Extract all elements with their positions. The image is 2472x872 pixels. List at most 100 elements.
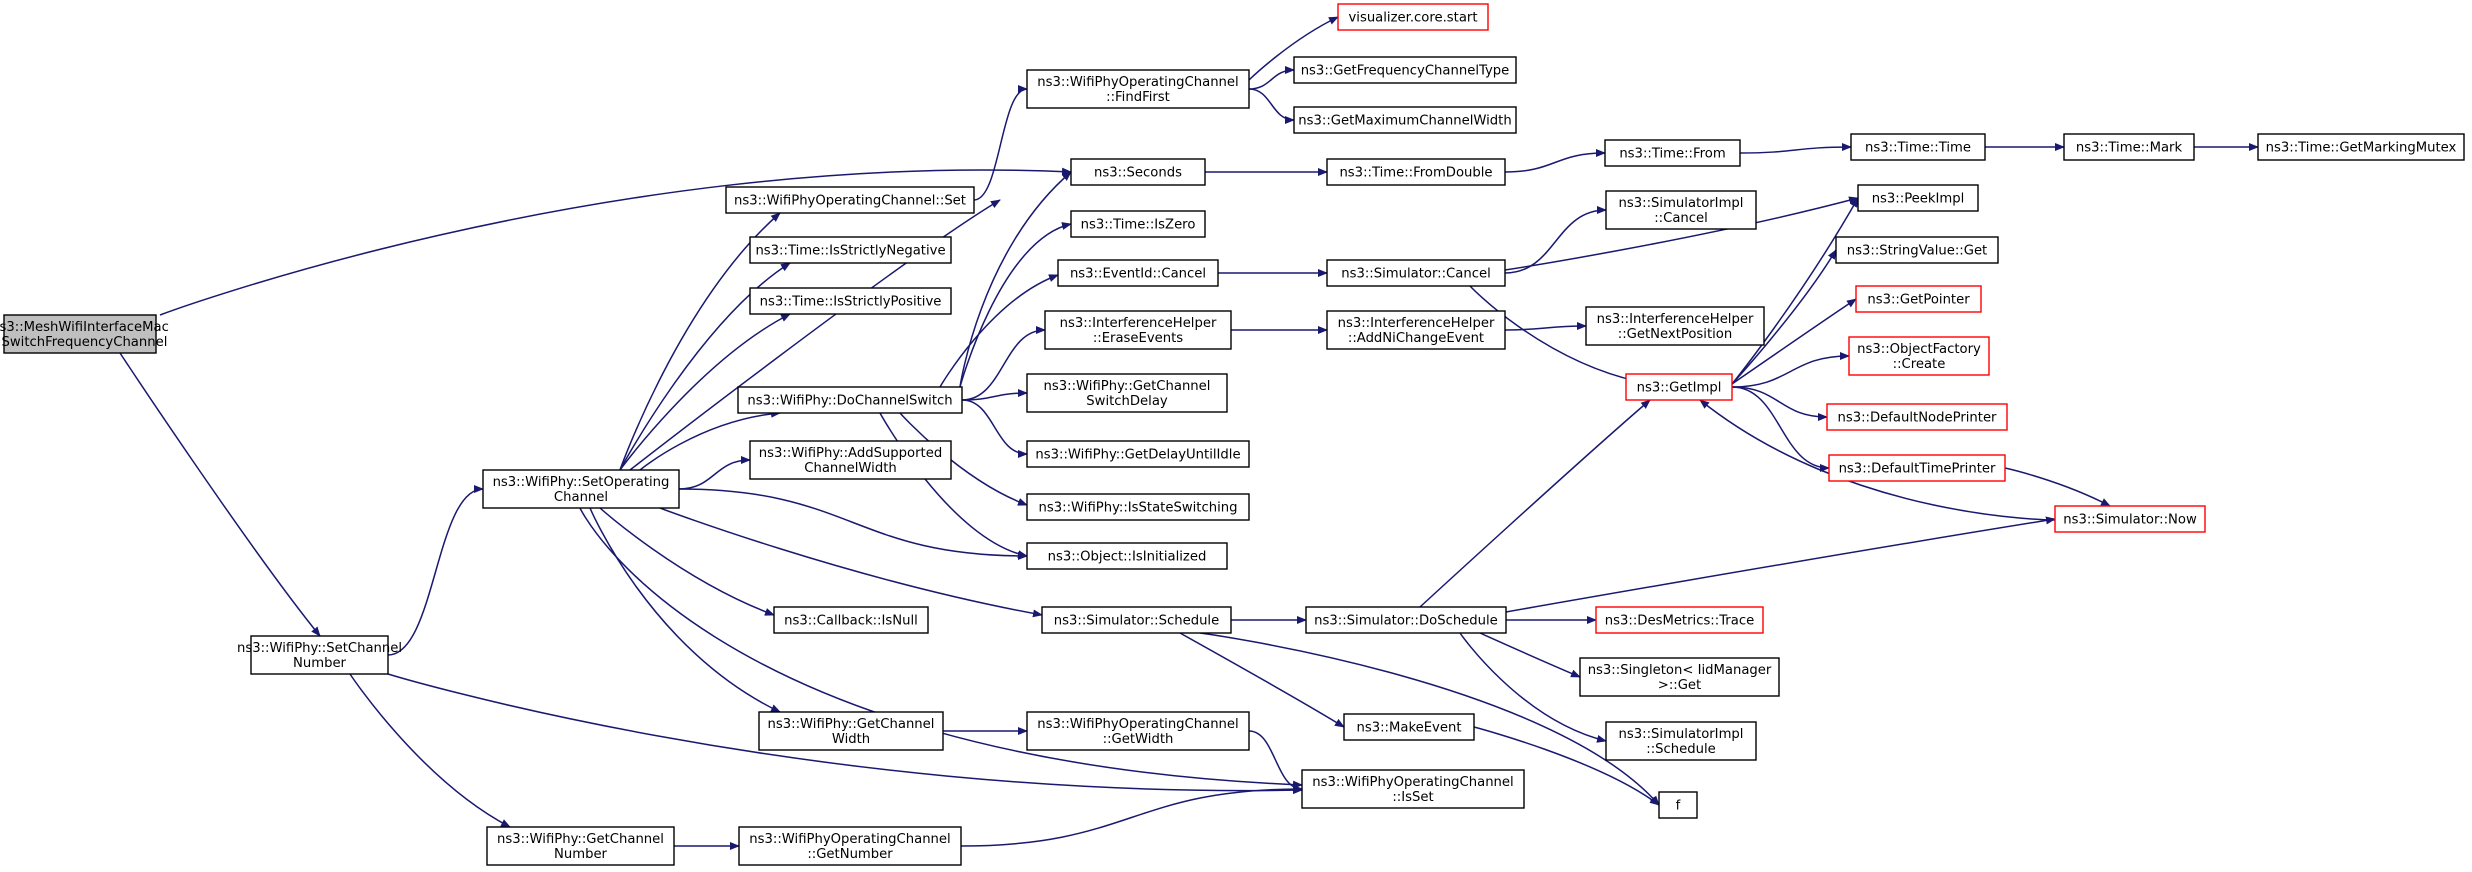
node-getwidth[interactable]: ns3::WifiPhyOperatingChannel::GetWidth (1026, 711, 1250, 751)
node-box[interactable] (749, 440, 952, 480)
node-box[interactable] (3, 314, 157, 354)
node-implsched[interactable]: ns3::SimulatorImpl::Schedule (1605, 721, 1757, 761)
node-findfirst[interactable]: ns3::WifiPhyOperatingChannel::FindFirst (1026, 69, 1250, 109)
node-getpointer[interactable]: ns3::GetPointer (1855, 285, 1982, 313)
node-makeevent[interactable]: ns3::MakeEvent (1343, 713, 1475, 741)
node-box[interactable] (1026, 373, 1228, 413)
node-isinit[interactable]: ns3::Object::IsInitialized (1026, 542, 1228, 570)
node-box[interactable] (1326, 310, 1506, 350)
node-freqtype[interactable]: ns3::GetFrequencyChannelType (1293, 56, 1517, 84)
node-box[interactable] (749, 236, 952, 264)
node-box[interactable] (1605, 721, 1757, 761)
node-box[interactable] (737, 386, 963, 414)
node-box[interactable] (1604, 139, 1741, 167)
node-box[interactable] (1343, 713, 1475, 741)
node-box[interactable] (758, 711, 944, 751)
node-strictpos[interactable]: ns3::Time::IsStrictlyPositive (749, 287, 952, 315)
node-getnum[interactable]: ns3::WifiPhyOperatingChannel::GetNumber (738, 826, 962, 866)
node-box[interactable] (1326, 158, 1506, 186)
node-box[interactable] (486, 826, 675, 866)
node-singleton[interactable]: ns3::Singleton< IidManager>::Get (1579, 657, 1780, 697)
node-box[interactable] (1605, 190, 1757, 230)
node-dochsw[interactable]: ns3::WifiPhy::DoChannelSwitch (737, 386, 963, 414)
node-box[interactable] (773, 606, 929, 634)
node-strvalget[interactable]: ns3::StringValue::Get (1835, 236, 1999, 264)
node-box[interactable] (725, 186, 975, 214)
node-fromdouble[interactable]: ns3::Time::FromDouble (1326, 158, 1506, 186)
node-vizstart[interactable]: visualizer.core.start (1337, 3, 1489, 31)
node-box[interactable] (1835, 236, 1999, 264)
node-simnow[interactable]: ns3::Simulator::Now (2054, 505, 2206, 533)
node-box[interactable] (1070, 210, 1206, 238)
node-opchset[interactable]: ns3::WifiPhyOperatingChannel::Set (725, 186, 975, 214)
node-box[interactable] (1293, 56, 1517, 84)
node-box[interactable] (1026, 542, 1228, 570)
node-box[interactable] (1595, 606, 1764, 634)
node-box[interactable] (1855, 285, 1982, 313)
node-box[interactable] (1026, 69, 1250, 109)
node-seconds[interactable]: ns3::Seconds (1070, 158, 1206, 186)
node-box[interactable] (2257, 133, 2465, 161)
node-box[interactable] (1070, 158, 1206, 186)
node-box[interactable] (2063, 133, 2195, 161)
node-timefrom[interactable]: ns3::Time::From (1604, 139, 1741, 167)
node-strictneg[interactable]: ns3::Time::IsStrictlyNegative (749, 236, 952, 264)
node-root[interactable]: ns3::MeshWifiInterfaceMac::SwitchFrequen… (0, 314, 169, 354)
node-getimpl[interactable]: ns3::GetImpl (1625, 373, 1733, 401)
node-erase[interactable]: ns3::InterferenceHelper::EraseEvents (1044, 310, 1232, 350)
node-getnextpos[interactable]: ns3::InterferenceHelper::GetNextPosition (1585, 306, 1765, 346)
node-box[interactable] (1026, 440, 1250, 468)
node-implcancel[interactable]: ns3::SimulatorImpl::Cancel (1605, 190, 1757, 230)
node-box[interactable] (1826, 403, 2008, 431)
node-box[interactable] (1848, 336, 1990, 376)
node-schedule[interactable]: ns3::Simulator::Schedule (1041, 606, 1232, 634)
node-timetime[interactable]: ns3::Time::Time (1850, 133, 1986, 161)
node-box[interactable] (250, 635, 389, 675)
node-box[interactable] (1057, 259, 1219, 287)
node-box[interactable] (1026, 711, 1250, 751)
node-box[interactable] (2054, 505, 2206, 533)
node-box[interactable] (482, 469, 680, 509)
node-dosched[interactable]: ns3::Simulator::DoSchedule (1305, 606, 1507, 634)
node-isnull[interactable]: ns3::Callback::IsNull (773, 606, 929, 634)
node-box[interactable] (1828, 454, 2006, 482)
node-box[interactable] (1579, 657, 1780, 697)
node-box[interactable] (1301, 769, 1525, 809)
node-peekimpl[interactable]: ns3::PeekImpl (1857, 184, 1979, 212)
node-iszero[interactable]: ns3::Time::IsZero (1070, 210, 1206, 238)
node-addni[interactable]: ns3::InterferenceHelper::AddNiChangeEven… (1326, 310, 1506, 350)
node-markmutex[interactable]: ns3::Time::GetMarkingMutex (2257, 133, 2465, 161)
node-f[interactable]: f (1658, 791, 1698, 819)
node-box[interactable] (738, 826, 962, 866)
node-box[interactable] (1305, 606, 1507, 634)
node-maxcw[interactable]: ns3::GetMaximumChannelWidth (1293, 106, 1517, 134)
node-objfactory[interactable]: ns3::ObjectFactory::Create (1848, 336, 1990, 376)
node-box[interactable] (1026, 493, 1250, 521)
node-box[interactable] (1857, 184, 1979, 212)
node-stateswitch[interactable]: ns3::WifiPhy::IsStateSwitching (1026, 493, 1250, 521)
node-box[interactable] (1293, 106, 1517, 134)
node-box[interactable] (1326, 259, 1506, 287)
node-box[interactable] (1337, 3, 1489, 31)
node-box[interactable] (1658, 791, 1698, 819)
node-box[interactable] (1044, 310, 1232, 350)
node-defnode[interactable]: ns3::DefaultNodePrinter (1826, 403, 2008, 431)
node-timemark[interactable]: ns3::Time::Mark (2063, 133, 2195, 161)
node-box[interactable] (1625, 373, 1733, 401)
node-box[interactable] (1041, 606, 1232, 634)
node-delayidle[interactable]: ns3::WifiPhy::GetDelayUntilIdle (1026, 440, 1250, 468)
node-box[interactable] (749, 287, 952, 315)
node-evcancel[interactable]: ns3::EventId::Cancel (1057, 259, 1219, 287)
node-simcancel[interactable]: ns3::Simulator::Cancel (1326, 259, 1506, 287)
node-isset[interactable]: ns3::WifiPhyOperatingChannel::IsSet (1301, 769, 1525, 809)
node-box[interactable] (1850, 133, 1986, 161)
node-deftime[interactable]: ns3::DefaultTimePrinter (1828, 454, 2006, 482)
node-box[interactable] (1585, 306, 1765, 346)
node-desmetrics[interactable]: ns3::DesMetrics::Trace (1595, 606, 1764, 634)
